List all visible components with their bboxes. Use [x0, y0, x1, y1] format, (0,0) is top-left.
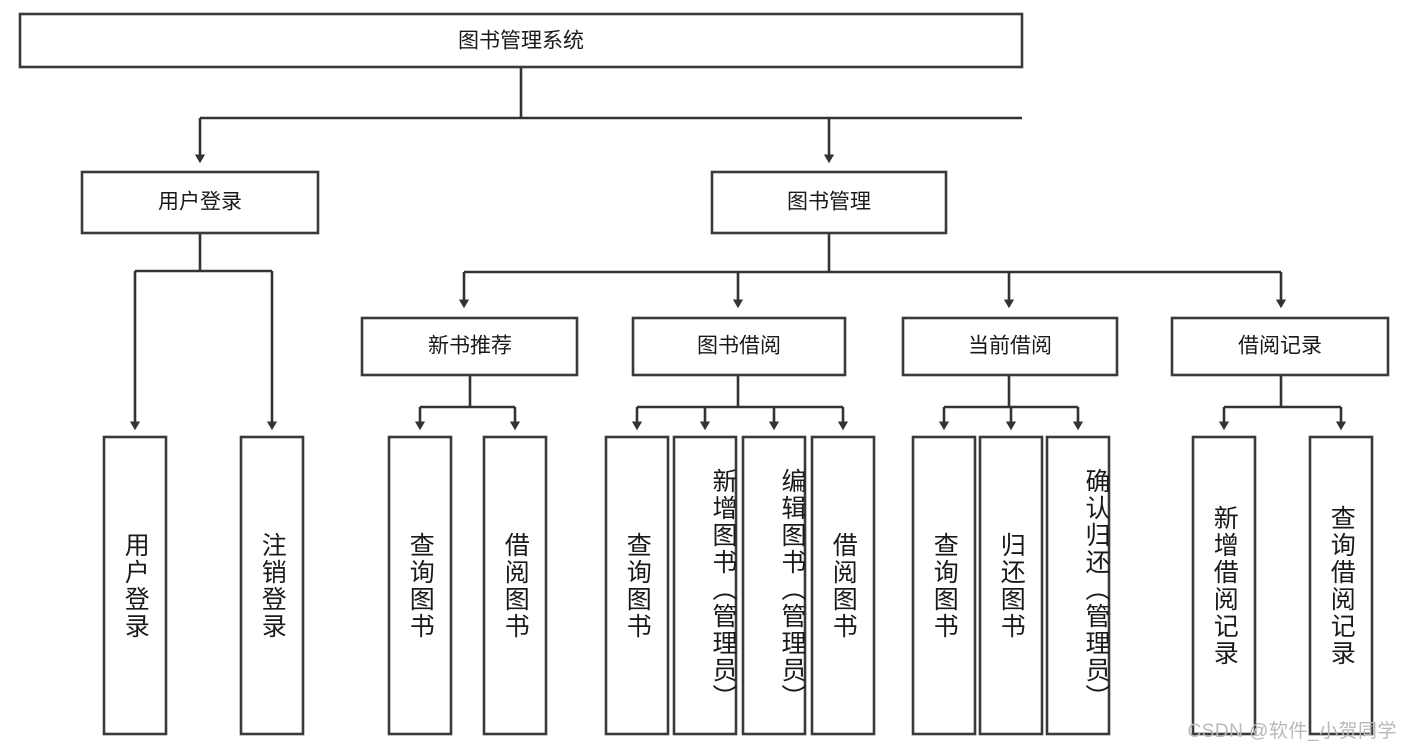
csdn-watermark: CSDN @软件_小贺同学: [1187, 721, 1397, 742]
leaf-box-query-borrow-record[interactable]: [1308, 435, 1374, 736]
leaf-box-confirm-return-admin[interactable]: [1045, 435, 1111, 736]
leaf-box-edit-book-admin[interactable]: [741, 435, 807, 736]
node-new-book-recommend-label: 新书推荐: [428, 335, 512, 358]
connector-userlogin-to-leaves: [129, 233, 278, 431]
node-current-borrow[interactable]: 当前借阅: [901, 316, 1119, 377]
node-new-book-recommend[interactable]: 新书推荐: [360, 316, 579, 377]
leaf-box-return-book[interactable]: [978, 435, 1044, 736]
leaf-box-logout[interactable]: [239, 435, 305, 736]
connector-bookmgmt-to-level3: [458, 233, 1287, 309]
node-book-borrow-label: 图书借阅: [697, 335, 781, 358]
connector-borrowbook-to-leaves: [631, 375, 849, 431]
node-root-system[interactable]: 图书管理系统: [18, 12, 1024, 69]
leaf-box-borrow-book-2[interactable]: [810, 435, 876, 736]
connector-root-to-level2: [194, 68, 1022, 164]
connector-newbook-to-leaves: [414, 375, 521, 431]
node-current-borrow-label: 当前借阅: [968, 335, 1052, 358]
leaf-box-query-book-3[interactable]: [911, 435, 977, 736]
node-user-login[interactable]: 用户登录: [80, 170, 320, 235]
leaf-box-borrow-book-1[interactable]: [482, 435, 548, 736]
node-borrow-record-label: 借阅记录: [1238, 335, 1322, 358]
node-book-management-label: 图书管理: [787, 191, 871, 214]
connector-borrowrecord-to-leaves: [1218, 375, 1347, 431]
node-book-borrow[interactable]: 图书借阅: [631, 316, 847, 377]
connector-currentborrow-to-leaves: [938, 375, 1084, 431]
node-user-login-label: 用户登录: [158, 191, 242, 214]
leaf-box-user-login[interactable]: [102, 435, 168, 736]
node-root-label: 图书管理系统: [458, 30, 584, 53]
leaf-box-query-book-1[interactable]: [387, 435, 453, 736]
node-book-management[interactable]: 图书管理: [710, 170, 948, 235]
node-borrow-record[interactable]: 借阅记录: [1170, 316, 1390, 377]
leaf-box-add-borrow-record[interactable]: [1191, 435, 1257, 736]
leaf-box-query-book-2[interactable]: [604, 435, 670, 736]
leaf-box-add-book-admin[interactable]: [672, 435, 738, 736]
